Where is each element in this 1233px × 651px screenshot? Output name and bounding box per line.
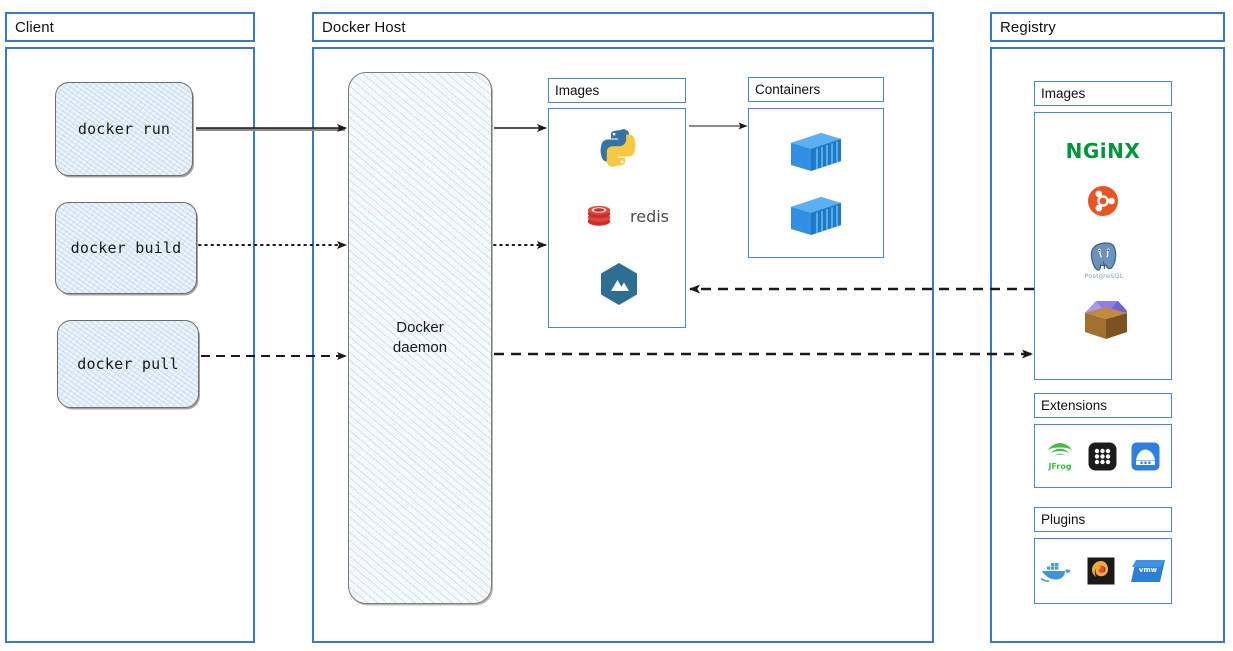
package-box-icon: [1080, 296, 1132, 344]
registry-panel-title: Registry: [990, 12, 1225, 42]
vmware-icon[interactable]: vmw: [1129, 558, 1167, 584]
command-docker-pull[interactable]: docker pull: [57, 320, 199, 408]
extensions-icon-row: JFrog: [1040, 436, 1166, 476]
container-icon-1: [786, 128, 846, 174]
containers-title: Containers: [748, 77, 884, 102]
docker-host-title-label: Docker Host: [322, 18, 406, 36]
command-docker-build[interactable]: docker build: [55, 202, 197, 294]
registry-images-title-label: Images: [1041, 86, 1086, 101]
jfrog-icon[interactable]: JFrog: [1046, 442, 1074, 471]
plugins-title-label: Plugins: [1041, 512, 1086, 527]
host-images-title-label: Images: [555, 83, 600, 98]
container-icon-2: [786, 192, 846, 238]
redis-label: redis: [630, 206, 670, 226]
containers-title-label: Containers: [755, 82, 821, 97]
client-title-label: Client: [15, 18, 54, 36]
docker-daemon-box[interactable]: Docker daemon: [348, 72, 492, 604]
postgresql-icon: PostgreSQL: [1080, 238, 1128, 282]
host-images-title: Images: [548, 78, 686, 103]
registry-title-label: Registry: [1000, 18, 1056, 36]
plugins-title: Plugins: [1034, 507, 1172, 532]
postgresql-label: PostgreSQL: [1084, 271, 1124, 280]
redis-icon: [587, 205, 611, 227]
nginx-label: NGiNX: [1065, 139, 1141, 163]
vmware-label: vmw: [1138, 566, 1158, 574]
docker-daemon-label: Docker daemon: [392, 318, 448, 356]
command-docker-pull-label: docker pull: [77, 355, 179, 373]
grafana-icon[interactable]: [1087, 557, 1115, 585]
portainer-icon[interactable]: [1131, 442, 1160, 471]
command-docker-run-label: docker run: [77, 120, 171, 138]
docker-host-panel-title: Docker Host: [312, 12, 934, 42]
plugins-icon-row: vmw: [1040, 550, 1166, 592]
docker-whale-icon[interactable]: [1039, 558, 1073, 584]
grid-apps-icon[interactable]: [1088, 442, 1117, 471]
command-docker-run[interactable]: docker run: [55, 82, 193, 176]
python-icon: [596, 126, 640, 170]
extensions-title-label: Extensions: [1041, 398, 1108, 413]
ubuntu-icon: [1086, 184, 1120, 218]
nginx-icon: NGiNX: [1060, 138, 1146, 164]
redis-item: redis: [587, 202, 670, 230]
command-docker-build-label: docker build: [70, 239, 182, 257]
registry-images-title: Images: [1034, 81, 1172, 106]
alpine-icon: [598, 262, 640, 306]
client-panel-title: Client: [5, 12, 255, 42]
jfrog-label: JFrog: [1048, 461, 1072, 471]
extensions-title: Extensions: [1034, 393, 1172, 418]
